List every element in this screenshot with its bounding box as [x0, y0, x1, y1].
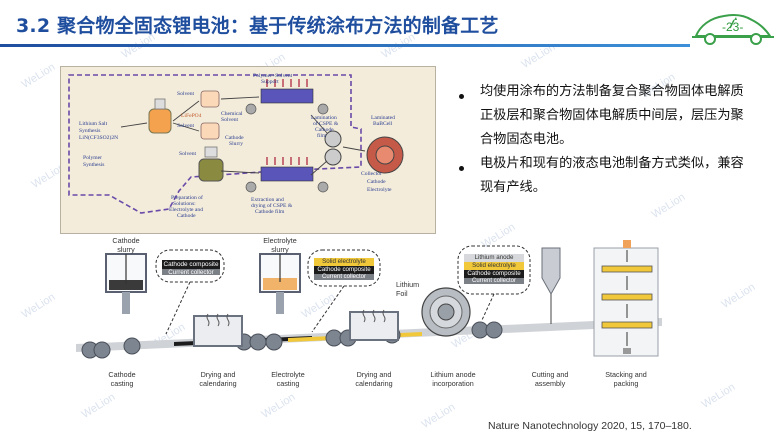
- svg-text:film: film: [317, 132, 327, 139]
- watermark-text: WeLion: [419, 401, 458, 431]
- svg-text:Slurry: Slurry: [229, 141, 243, 147]
- step-cutting-assembly: Cutting and assembly: [531, 370, 569, 388]
- citation: Nature Nanotechnology 2020, 15, 170–180.: [488, 420, 692, 432]
- bullet-dot-icon: [459, 94, 464, 99]
- bullet-1: 均使用涂布的方法制备复合聚合物固体电解质正极层和聚合物固体电解质中间层，层压为聚…: [480, 84, 744, 147]
- photo-label-cathode-slurry: Cathode: [225, 135, 244, 141]
- watermark-text: WeLion: [19, 61, 58, 91]
- svg-text:Solutions:: Solutions:: [173, 201, 196, 207]
- svg-text:Solvent: Solvent: [179, 151, 197, 157]
- photo-label-lamination: Lamination: [311, 115, 337, 121]
- layer-cathode-composite: Cathode composite: [163, 261, 219, 268]
- svg-text:Synthesis: Synthesis: [83, 162, 104, 168]
- label-electrolyte-slurry: Electrolyte slurry: [263, 236, 297, 254]
- svg-text:BaBCell: BaBCell: [373, 121, 393, 127]
- step-lithium-anode-incorporation: Lithium anode incorporation: [430, 370, 476, 388]
- header-divider: [0, 44, 690, 47]
- layer-current-collector-2: Current collector: [321, 274, 366, 280]
- svg-text:Solvent: Solvent: [177, 123, 195, 129]
- process-photo: Lithium Salt Synthesis LiN(CF3SO2)2N Pol…: [60, 66, 436, 234]
- svg-text:Solvent: Solvent: [177, 91, 195, 97]
- photo-label-cathode: Cathode: [367, 179, 386, 185]
- step-stacking-packing: Stacking and packing: [605, 370, 647, 388]
- photo-label-collector: Collector: [361, 171, 382, 177]
- watermark-text: WeLion: [19, 291, 58, 321]
- photo-label-extraction: Extraction and: [251, 197, 284, 203]
- svg-text:Cathode film: Cathode film: [255, 208, 285, 215]
- layer-solid-electrolyte-2: Solid electrolyte: [472, 262, 516, 269]
- svg-text:Synthesis: Synthesis: [79, 128, 100, 134]
- step-drying-calendaring-1: Drying and calendaring: [199, 370, 237, 388]
- svg-text:Solvent: Solvent: [221, 117, 239, 123]
- photo-label-lithium-salt: Lithium Salt: [79, 121, 108, 127]
- svg-text:Cathode: Cathode: [177, 213, 196, 219]
- photo-label-laminated-cell: Laminated: [371, 115, 395, 121]
- watermark-text: WeLion: [699, 381, 738, 411]
- photo-label-preparation: Preparation of: [171, 194, 203, 201]
- slide-title: 3.2 聚合物全固态锂电池：基于传统涂布方法的制备工艺: [16, 15, 499, 37]
- svg-text:of CSPE &: of CSPE &: [313, 120, 339, 127]
- watermark-text: WeLion: [719, 281, 758, 311]
- slide-number: -23-: [722, 20, 744, 34]
- layer-solid-electrolyte: Solid electrolyte: [322, 258, 366, 265]
- layer-current-collector-3: Current collector: [471, 278, 516, 284]
- svg-text:Cathode: Cathode: [315, 127, 334, 133]
- svg-text:Electrolyte and: Electrolyte and: [169, 207, 203, 213]
- step-drying-calendaring-2: Drying and calendaring: [355, 370, 393, 388]
- svg-text:drying of CSPE &: drying of CSPE &: [251, 202, 293, 209]
- manufacturing-process-diagram: Cathode slurry Electrolyte slurry Lithiu…: [62, 234, 662, 396]
- layer-cathode-composite-3: Cathode composite: [467, 270, 521, 277]
- layer-current-collector: Current collector: [168, 269, 214, 276]
- layer-lithium-anode: Lithium anode: [474, 254, 514, 261]
- svg-text:LiN(CF3SO2)2N: LiN(CF3SO2)2N: [79, 134, 118, 141]
- bullet-2: 电极片和现有的液态电池制备方式类似，兼容现有产线。: [480, 156, 744, 195]
- svg-text:Support: Support: [261, 79, 279, 85]
- step-electrolyte-casting: Electrolyte casting: [271, 370, 305, 388]
- label-cathode-slurry: Cathode slurry: [112, 236, 140, 254]
- car-logo-icon: [690, 6, 776, 48]
- photo-label-polymer: Polymer: [83, 155, 102, 161]
- step-cathode-casting: Cathode casting: [108, 370, 136, 388]
- photo-label-lifepo4: LiFePO4: [181, 113, 202, 119]
- bullet-dot-icon: [459, 166, 464, 171]
- photo-label-electrolyte: Electrolyte: [367, 187, 392, 193]
- layer-cathode-composite-2: Cathode composite: [317, 266, 371, 273]
- svg-text:Chemical: Chemical: [221, 111, 243, 117]
- label-lithium-foil: Lithium Foil: [396, 280, 420, 298]
- photo-label-polymer-solvent: Polymer+Solvent: [253, 73, 293, 79]
